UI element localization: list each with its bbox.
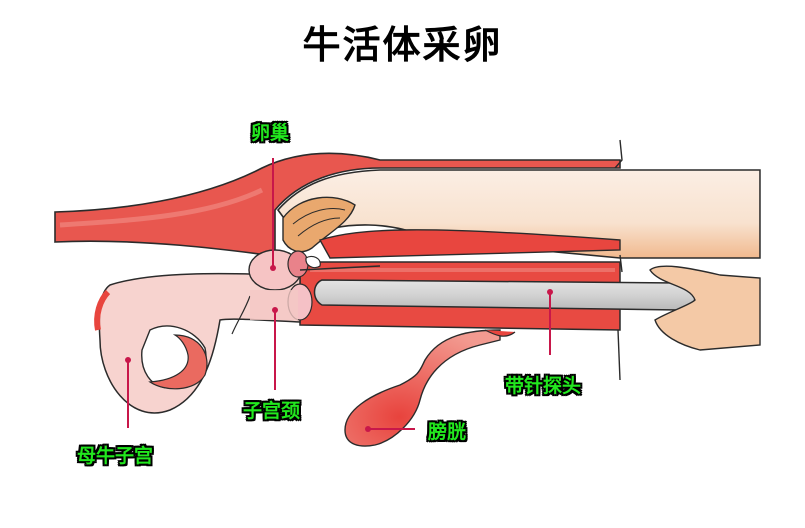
arm: [276, 165, 770, 265]
label-needle-probe: 带针探头: [505, 375, 582, 397]
diagram-title: 牛活体采卵: [302, 23, 503, 67]
bladder: [344, 329, 516, 447]
operator-hand: [649, 262, 775, 357]
rectal-wall: [318, 229, 621, 259]
label-cervix: 子宫颈: [243, 400, 301, 422]
rectum: [54, 152, 621, 257]
label-ovary: 卵巢: [251, 122, 290, 144]
pointers: [125, 158, 553, 432]
uterus: [94, 272, 301, 414]
label-bladder: 膀胱: [428, 421, 467, 443]
needle: [299, 265, 381, 271]
ovary-cervix: [248, 249, 313, 321]
label-uterus: 母牛子宫: [77, 445, 154, 467]
